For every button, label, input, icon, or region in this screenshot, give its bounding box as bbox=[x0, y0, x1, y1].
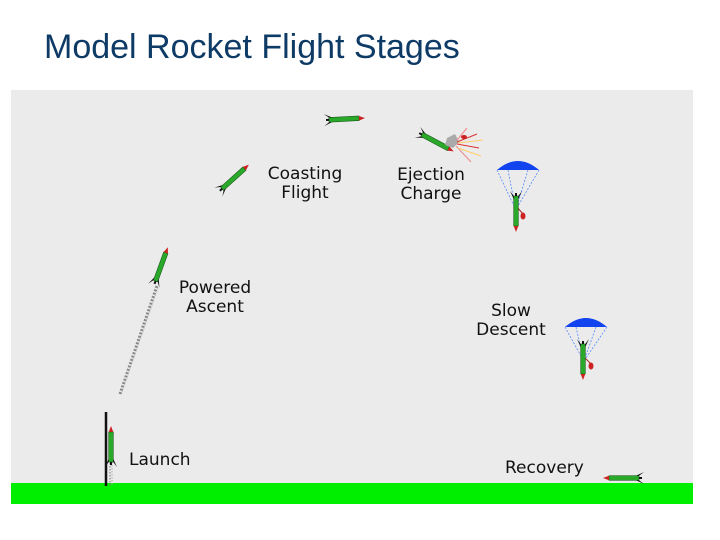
label-ejection-charge: Ejection Charge bbox=[397, 165, 465, 204]
exhaust-trail bbox=[118, 285, 159, 395]
label-slow-descent: Slow Descent bbox=[476, 301, 546, 340]
label-powered-ascent: Powered Ascent bbox=[178, 278, 252, 317]
rocket-apogee bbox=[323, 111, 366, 127]
parachute-slow-descent bbox=[564, 318, 608, 370]
rocket-coasting bbox=[213, 159, 254, 198]
parachute-ejection bbox=[496, 161, 540, 220]
ejection-burst bbox=[445, 127, 484, 163]
flight-diagram bbox=[11, 111, 693, 504]
label-launch: Launch bbox=[129, 450, 191, 470]
label-coasting-flight: Coasting Flight bbox=[267, 164, 343, 203]
diagram-panel: Coasting Flight Ejection Charge Powered … bbox=[11, 90, 693, 504]
slide-title: Model Rocket Flight Stages bbox=[44, 28, 460, 66]
rocket-recovery bbox=[602, 471, 645, 485]
label-recovery: Recovery bbox=[505, 458, 584, 478]
ground bbox=[11, 483, 693, 504]
